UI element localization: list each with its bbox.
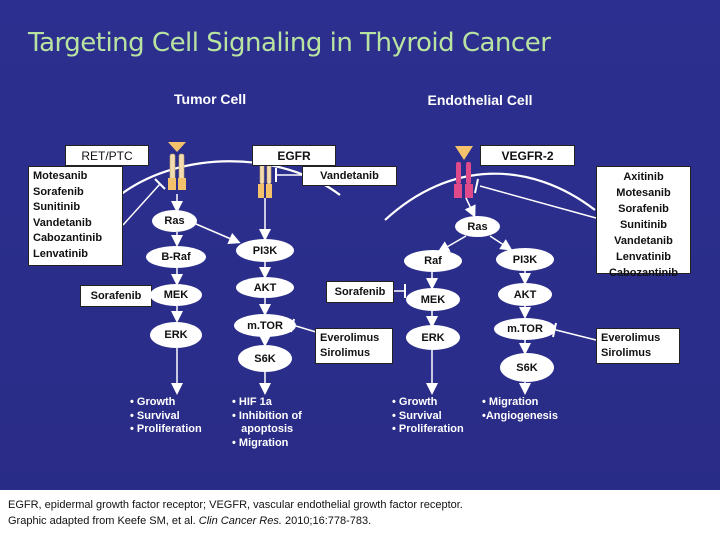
- ret-ptc-drug-list: Motesanib Sorafenib Sunitinib Vandetanib…: [28, 166, 123, 266]
- tumor-akt-node: AKT: [236, 277, 294, 298]
- drug-item: Sunitinib: [619, 219, 668, 231]
- endo-raf-node: Raf: [404, 250, 462, 272]
- outcome-item: • Survival: [130, 409, 180, 422]
- outcome-item: • Survival: [392, 409, 442, 422]
- drug-item: Vandetanib: [33, 216, 92, 229]
- endo-pi3k-node: PI3K: [496, 248, 554, 271]
- footer-abbreviations: EGFR, epidermal growth factor receptor; …: [8, 499, 463, 511]
- vegfr2-receptor-icon: [454, 146, 473, 198]
- tumor-ras-node: Ras: [152, 210, 197, 232]
- reference-journal: Clin Cancer Res.: [198, 515, 282, 527]
- endothelial-cell-label: Endothelial Cell: [427, 92, 533, 108]
- drug-item: Cabozantinib: [33, 232, 103, 244]
- drug-item: Motesanib: [33, 170, 88, 182]
- endo-erk-node: ERK: [406, 325, 460, 350]
- outcome-item: •Angiogenesis: [482, 409, 558, 422]
- drug-item: Axitinib: [623, 171, 664, 183]
- tumor-erk-node: ERK: [150, 322, 202, 348]
- everolimus-right-box: Everolimus Sirolimus: [596, 328, 680, 364]
- outcome-item: • HIF 1a: [232, 396, 272, 408]
- drug-item: Lenvatinib: [33, 247, 89, 260]
- drug-item: Sunitinib: [33, 201, 81, 213]
- tumor-mtor-node: m.TOR: [234, 314, 296, 337]
- tumor-s6k-node: S6K: [238, 345, 292, 372]
- outcome-item: apoptosis: [232, 423, 294, 435]
- vegfr-drug-list: Axitinib Motesanib Sorafenib Sunitinib V…: [596, 166, 691, 279]
- drug-item: Sorafenib: [618, 203, 669, 215]
- ret-ptc-receptor-icon: [168, 142, 186, 190]
- ret-ptc-label: RET/PTC: [65, 145, 149, 166]
- footer-citation: EGFR, epidermal growth factor receptor; …: [0, 490, 720, 540]
- vegfr2-label: VEGFR-2: [480, 145, 575, 166]
- drug-item: Lenvatinib: [615, 251, 671, 263]
- drug-item: Sirolimus: [601, 347, 652, 359]
- drug-item: Everolimus: [601, 332, 661, 344]
- drug-item: Sorafenib: [33, 185, 84, 198]
- egfr-drug-vandetanib: Vandetanib: [302, 166, 397, 186]
- outcome-item: • Migration: [482, 396, 539, 408]
- reference-prefix: Graphic adapted from Keefe SM, et al.: [8, 515, 199, 527]
- tumor-cell-label: Tumor Cell: [174, 91, 247, 107]
- endo-mek-node: MEK: [406, 288, 460, 311]
- endo-mapk-outcomes: • Growth• Survival• Proliferation: [392, 396, 464, 437]
- egfr-label: EGFR: [252, 145, 336, 166]
- sorafenib-raf-inhibitor: Sorafenib: [326, 281, 394, 303]
- endo-pi3k-outcomes: • Migration•Angiogenesis: [482, 396, 558, 423]
- tumor-mapk-outcomes: • Growth• Survival• Proliferation: [130, 396, 202, 437]
- endo-mtor-node: m.TOR: [494, 318, 556, 340]
- tumor-pi3k-node: PI3K: [236, 239, 294, 262]
- endo-akt-node: AKT: [498, 283, 552, 306]
- drug-item: Cabozantinib: [608, 267, 679, 279]
- drug-item: Everolimus: [320, 332, 380, 344]
- slide-title: Targeting Cell Signaling in Thyroid Canc…: [28, 28, 551, 58]
- outcome-item: • Proliferation: [392, 423, 464, 435]
- sorafenib-mek-inhibitor: Sorafenib: [80, 285, 152, 307]
- tumor-pi3k-outcomes: • HIF 1a• Inhibition of apoptosis• Migra…: [232, 396, 302, 450]
- outcome-item: • Growth: [130, 396, 176, 408]
- outcome-item: • Growth: [392, 396, 438, 408]
- drug-item: Motesanib: [616, 187, 671, 199]
- outcome-item: • Migration: [232, 436, 289, 449]
- endo-ras-node: Ras: [455, 216, 500, 237]
- drug-item: Sirolimus: [320, 347, 371, 359]
- endo-s6k-node: S6K: [500, 353, 554, 382]
- footer-reference: Graphic adapted from Keefe SM, et al. Cl…: [8, 513, 712, 529]
- tumor-braf-node: B-Raf: [146, 246, 206, 268]
- outcome-item: • Inhibition of: [232, 409, 302, 422]
- drug-item: Vandetanib: [614, 235, 673, 247]
- everolimus-center-box: Everolimus Sirolimus: [315, 328, 393, 364]
- egfr-receptor-icon: [258, 146, 272, 198]
- outcome-item: • Proliferation: [130, 423, 202, 435]
- tumor-mek-node: MEK: [150, 284, 202, 306]
- reference-suffix: 2010;16:778-783.: [281, 515, 372, 527]
- endothelial-cell-membrane: [384, 172, 596, 221]
